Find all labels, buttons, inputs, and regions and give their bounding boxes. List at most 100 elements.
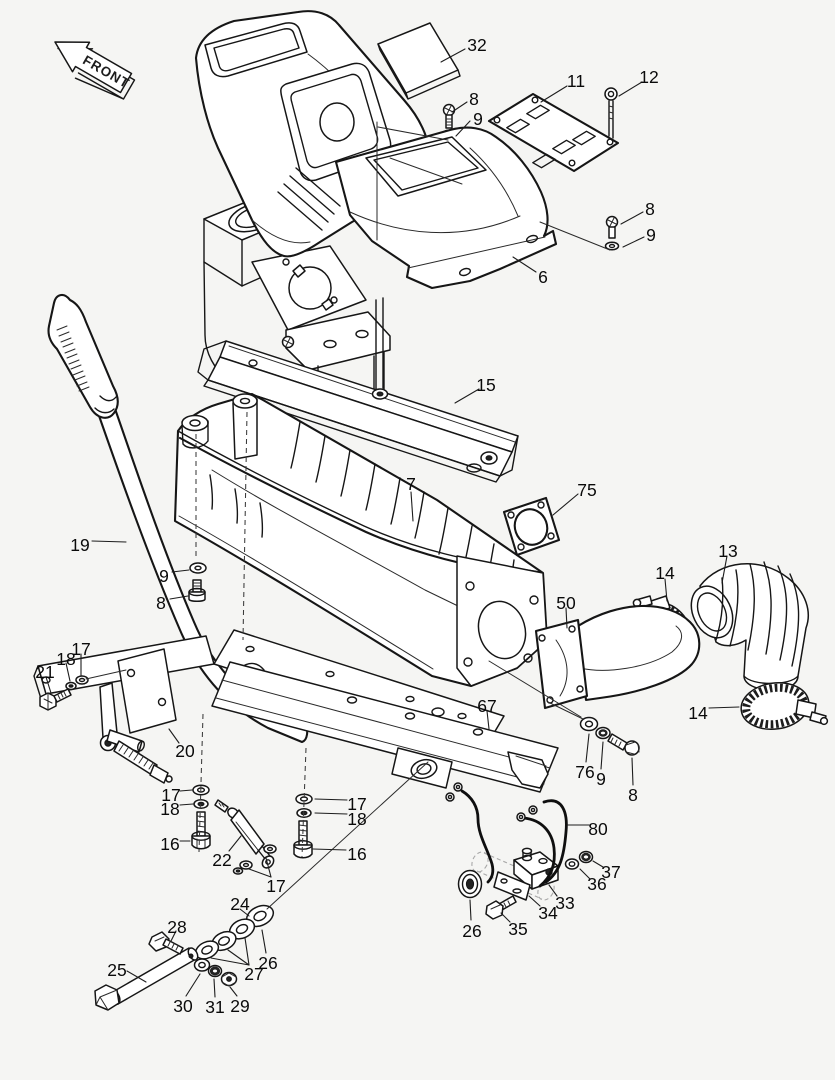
support-rod	[371, 297, 389, 400]
leader-line-8	[631, 757, 634, 786]
callout-leaders	[45, 48, 740, 998]
callout-8: 8	[645, 199, 655, 219]
leader-line-17	[179, 789, 193, 792]
leader-line-17	[265, 857, 272, 878]
leader-line-19	[91, 540, 127, 543]
leader-line-8	[169, 595, 189, 600]
hose-clamp-14-lower	[740, 681, 829, 731]
leader-line-12	[618, 81, 643, 97]
leader-line-16	[312, 848, 347, 851]
washer-76	[579, 716, 599, 732]
front-arrow: FRONT	[54, 41, 136, 100]
callout-29: 29	[230, 996, 249, 1016]
leader-line-27	[227, 949, 250, 966]
callout-12: 12	[639, 67, 658, 87]
leader-line-75	[552, 493, 579, 516]
callout-67: 67	[477, 696, 496, 716]
callout-21: 21	[35, 662, 54, 682]
leader-line-18	[65, 662, 71, 682]
bolt-21	[39, 688, 72, 711]
leader-line-14	[708, 706, 740, 709]
callout-37: 37	[601, 862, 620, 882]
bolt-12	[604, 87, 618, 139]
callout-31: 31	[205, 997, 224, 1017]
callout-50: 50	[556, 593, 576, 613]
callout-17: 17	[347, 794, 366, 814]
leader-line-25	[126, 970, 147, 983]
washer-30	[193, 958, 211, 972]
callout-33: 33	[555, 893, 574, 913]
washer-9-bottom	[595, 726, 611, 740]
leader-line-18	[314, 812, 348, 815]
leader-line-9	[600, 741, 604, 770]
fastener-column-right	[293, 793, 313, 859]
duct-50	[534, 604, 701, 710]
washer-18-left	[65, 681, 77, 691]
leader-line-20	[168, 728, 180, 744]
leader-line-34	[528, 895, 541, 907]
leader-line-21	[45, 676, 52, 694]
nut-29	[220, 971, 238, 987]
washer-9-left	[189, 562, 207, 574]
callout-6: 6	[538, 267, 548, 287]
leader-line-9	[171, 569, 190, 573]
callout-24: 24	[230, 894, 250, 914]
leader-line-33	[548, 884, 558, 897]
leader-line-7	[410, 491, 414, 522]
leader-line-17	[248, 868, 272, 878]
callout-30: 30	[173, 996, 193, 1016]
callout-8: 8	[156, 593, 166, 613]
callout-36: 36	[587, 874, 606, 894]
latch-bracket-20	[99, 648, 177, 784]
bolt-35	[485, 895, 517, 920]
leader-line-32	[440, 48, 466, 63]
washer-36	[564, 858, 580, 870]
callout-9: 9	[473, 109, 483, 129]
callout-17: 17	[266, 876, 285, 896]
callout-34: 34	[538, 903, 558, 923]
callout-19: 19	[70, 535, 89, 555]
callout-7: 7	[406, 474, 416, 494]
rear-cover-6	[334, 126, 558, 290]
leader-line-35	[500, 912, 511, 923]
leader-line-9	[622, 236, 645, 248]
callout-18: 18	[160, 799, 179, 819]
reference-lines	[85, 121, 611, 910]
bracket-plate-34	[493, 871, 531, 901]
leader-line-26	[469, 899, 472, 921]
callout-9: 9	[596, 769, 606, 789]
callout-14: 14	[688, 703, 708, 723]
callout-18: 18	[56, 649, 75, 669]
callout-8: 8	[628, 785, 638, 805]
plate-11	[487, 92, 620, 173]
callout-28: 28	[167, 917, 186, 937]
leader-line-30	[185, 973, 201, 997]
callout-9: 9	[159, 566, 169, 586]
leader-line-17	[314, 798, 348, 801]
callout-75: 75	[577, 480, 596, 500]
pin-25	[94, 947, 199, 1011]
leader-line-76	[585, 733, 590, 763]
callout-20: 20	[175, 741, 195, 761]
wire-harness-80	[445, 782, 568, 888]
leader-line-15	[454, 388, 480, 404]
washer-stack	[194, 904, 275, 960]
leader-line-26	[261, 929, 267, 954]
leader-line-8	[620, 211, 644, 225]
callout-27: 27	[244, 964, 263, 984]
switch-block-33	[513, 847, 559, 890]
leader-line-50	[565, 607, 568, 629]
callout-14: 14	[655, 563, 675, 583]
leader-line-28	[170, 930, 177, 942]
leader-line-6	[512, 256, 537, 273]
leader-line-37	[592, 860, 604, 868]
fastener-column-left	[191, 784, 211, 850]
leader-line-36	[579, 868, 591, 880]
callout-26: 26	[462, 921, 481, 941]
callout-16: 16	[160, 834, 179, 854]
callout-17: 17	[71, 639, 90, 659]
callout-17: 17	[161, 785, 180, 805]
callout-18: 18	[347, 809, 366, 829]
base-bracket-67	[211, 661, 559, 793]
nut-37	[578, 850, 594, 864]
